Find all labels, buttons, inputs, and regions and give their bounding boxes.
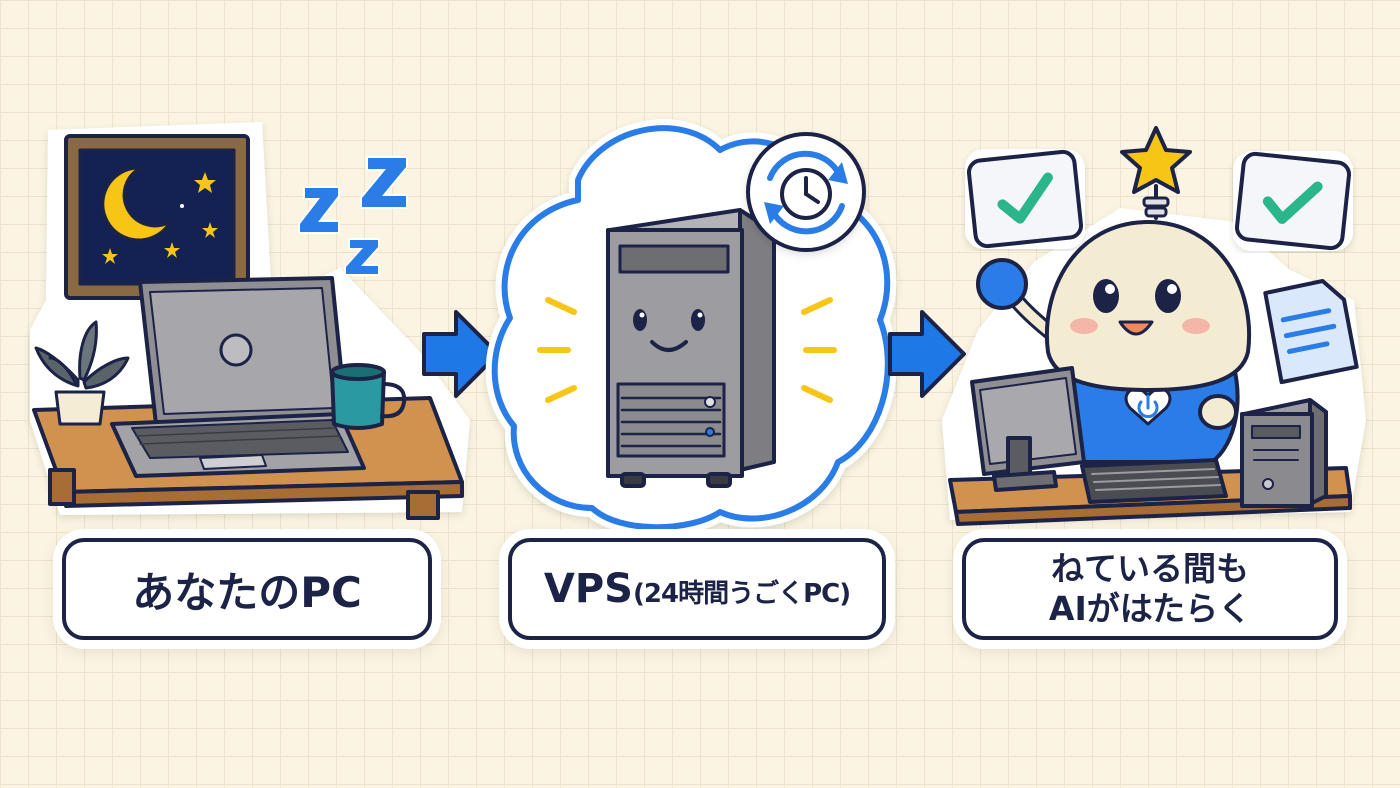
panel-your-pc <box>30 122 470 520</box>
document-icon <box>1263 279 1359 385</box>
panel-ai-working <box>942 126 1366 526</box>
label-vps: VPS(24時間うごくPC) <box>508 538 886 640</box>
arrow-right-icon <box>888 310 966 398</box>
robot-mascot-icon <box>976 126 1252 464</box>
laptop-icon <box>110 276 366 478</box>
checkmark-icon <box>965 149 1085 249</box>
label-ai-line-1: ねている間も <box>1051 549 1249 589</box>
label-vps-sub: (24時間うごくPC) <box>633 579 851 609</box>
label-ai-line-2: AIがはたらく <box>1048 589 1252 628</box>
panel-vps <box>485 119 897 537</box>
night-window-icon <box>64 134 250 300</box>
label-ai-working: ねている間も AIがはたらく <box>962 538 1338 640</box>
sleep-zzz-icon <box>298 156 408 276</box>
arrow-right-icon <box>422 310 500 398</box>
server-tower-icon <box>606 208 776 488</box>
star-icon <box>102 172 218 264</box>
star-icon <box>1120 126 1192 194</box>
server-tower-icon <box>1240 398 1328 508</box>
glow-rays <box>537 297 837 403</box>
sync-clock-icon <box>746 132 866 252</box>
keyboard-icon <box>1080 458 1228 504</box>
label-vps-main: VPS <box>543 566 633 612</box>
monitor-icon <box>970 366 1086 492</box>
mug-icon <box>330 363 407 430</box>
label-your-pc: あなたのPC <box>62 538 432 640</box>
checkmark-icon <box>1233 151 1353 251</box>
plant-icon <box>34 320 130 426</box>
label-your-pc-text: あなたのPC <box>132 567 362 617</box>
